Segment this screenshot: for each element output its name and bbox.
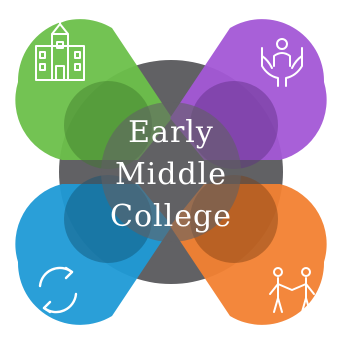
school-building-icon (35, 15, 85, 81)
title-line-early: Early (128, 115, 214, 150)
title-line-college: College (110, 199, 232, 234)
hands-person-icon (261, 38, 303, 87)
center-overlay (101, 102, 241, 242)
handshake-people-icon (269, 267, 315, 313)
cycle-arrows-icon (38, 266, 78, 314)
title-line-middle: Middle (114, 157, 228, 192)
